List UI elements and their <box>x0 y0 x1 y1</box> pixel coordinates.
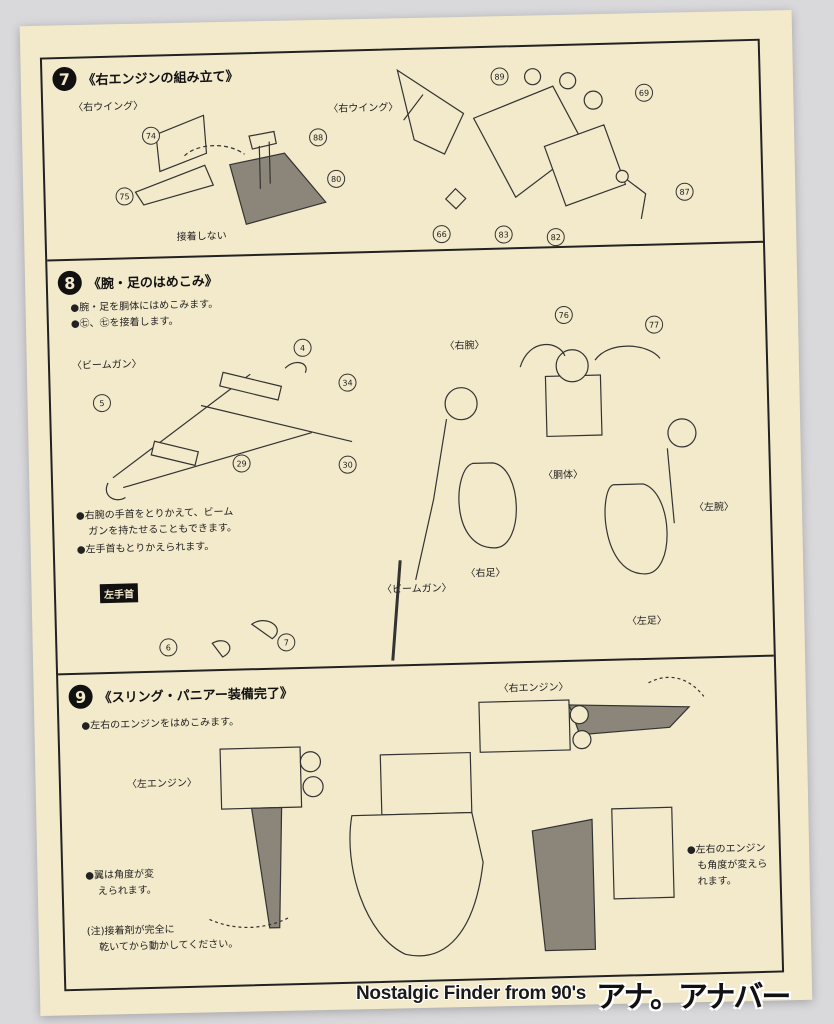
beam-gun-bottom-label: 〈ビームガン〉 <box>381 582 452 596</box>
site-watermark-banner: Nostalgic Finder from 90's アナ。アナバー <box>356 970 826 1018</box>
right-arm-label: 〈右腕〉 <box>444 340 485 353</box>
wing-note-2: えられます。 <box>97 884 157 898</box>
section-8-illustration <box>105 343 697 661</box>
left-hand-tag: 左手首 <box>99 583 139 604</box>
wing-note-1: ●翼は角度が変 <box>85 868 155 882</box>
engine-note-2: も角度が変えら <box>697 858 768 872</box>
instruction-frame: 7 《右エンジンの組み立て》 〈右ウイング〉 〈右ウイング〉 接着しない 74 … <box>39 38 785 992</box>
watermark-text-en: Nostalgic Finder from 90's <box>356 983 587 1004</box>
engine-note-3: れます。 <box>697 875 737 888</box>
body-label: 〈胴体〉 <box>542 469 584 482</box>
right-leg-label: 〈右足〉 <box>465 567 506 580</box>
section-9-illustration <box>209 676 705 957</box>
section-7-illustration <box>134 68 647 225</box>
left-arm-label: 〈左腕〉 <box>693 501 735 514</box>
watermark-text-jp: アナ。アナバー <box>596 980 791 1015</box>
left-leg-label: 〈左足〉 <box>626 615 668 628</box>
